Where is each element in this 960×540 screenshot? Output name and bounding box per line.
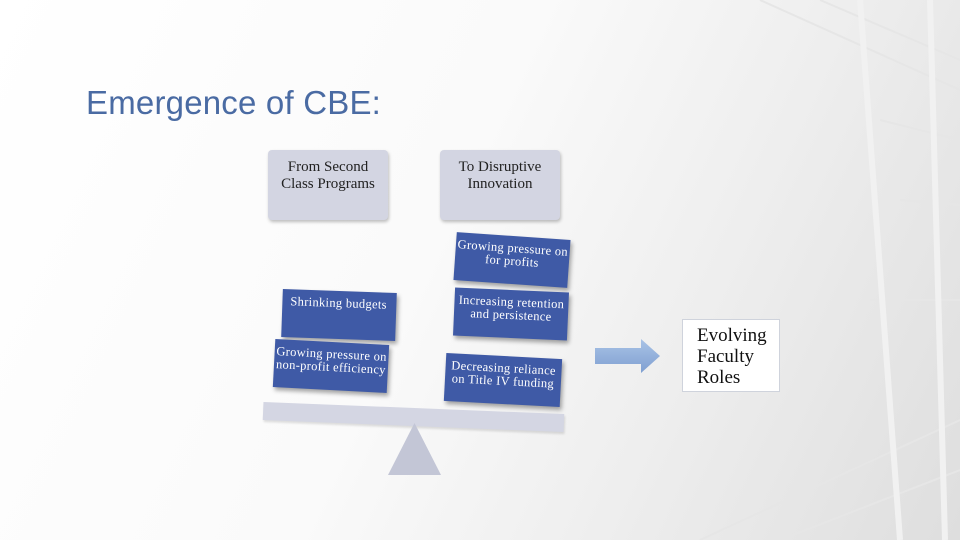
pressure-box-shrinking-budgets: Shrinking budgets — [281, 289, 397, 341]
fulcrum-triangle — [388, 423, 441, 475]
right-arrow-icon — [595, 339, 660, 373]
header-left-line2: Class Programs — [281, 176, 375, 192]
result-evolving-faculty-roles: Evolving Faculty Roles — [682, 319, 780, 392]
pressure-text: and persistence — [470, 306, 552, 324]
header-left-line1: From Second — [287, 159, 369, 175]
pressure-box-retention: Increasing retention and persistence — [453, 287, 569, 341]
pressure-box-title-iv: Decreasing reliance on Title IV funding — [443, 352, 563, 408]
header-second-class: From Second Class Programs — [268, 150, 388, 220]
header-right-line1: To Disruptive — [458, 159, 542, 175]
result-line: Faculty — [697, 346, 754, 367]
slide-title: Emergence of CBE: — [86, 84, 382, 121]
result-line: Roles — [697, 367, 741, 388]
pressure-box-non-profit: Growing pressure on non-profit efficienc… — [272, 339, 390, 393]
result-line: Evolving — [697, 325, 767, 346]
pressure-text: Shrinking budgets — [290, 294, 388, 312]
pressure-box-for-profits: Growing pressure on for profits — [453, 232, 571, 288]
header-disruptive: To Disruptive Innovation — [440, 150, 560, 220]
header-right-line2: Innovation — [467, 176, 533, 192]
